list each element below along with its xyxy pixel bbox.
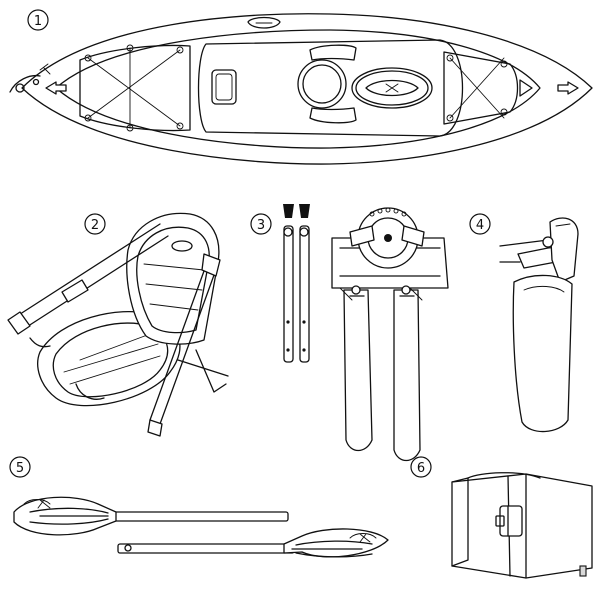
mirage-drive bbox=[283, 204, 449, 462]
svg-text:1: 1 bbox=[34, 14, 42, 29]
item-label-2: 2 bbox=[84, 213, 106, 235]
svg-text:3: 3 bbox=[257, 218, 265, 233]
kayak-seat bbox=[7, 212, 229, 437]
rudder bbox=[499, 217, 579, 433]
svg-text:5: 5 bbox=[16, 461, 24, 476]
svg-text:6: 6 bbox=[417, 461, 425, 476]
svg-text:4: 4 bbox=[476, 218, 484, 233]
paddle bbox=[13, 496, 389, 558]
svg-text:2: 2 bbox=[91, 218, 99, 233]
item-label-5: 5 bbox=[9, 456, 31, 478]
kayak-hull bbox=[9, 13, 593, 165]
item-label-6: 6 bbox=[410, 456, 432, 478]
item-label-4: 4 bbox=[469, 213, 491, 235]
item-label-3: 3 bbox=[250, 213, 272, 235]
storage-case bbox=[451, 472, 593, 579]
item-label-1: 1 bbox=[27, 9, 49, 31]
